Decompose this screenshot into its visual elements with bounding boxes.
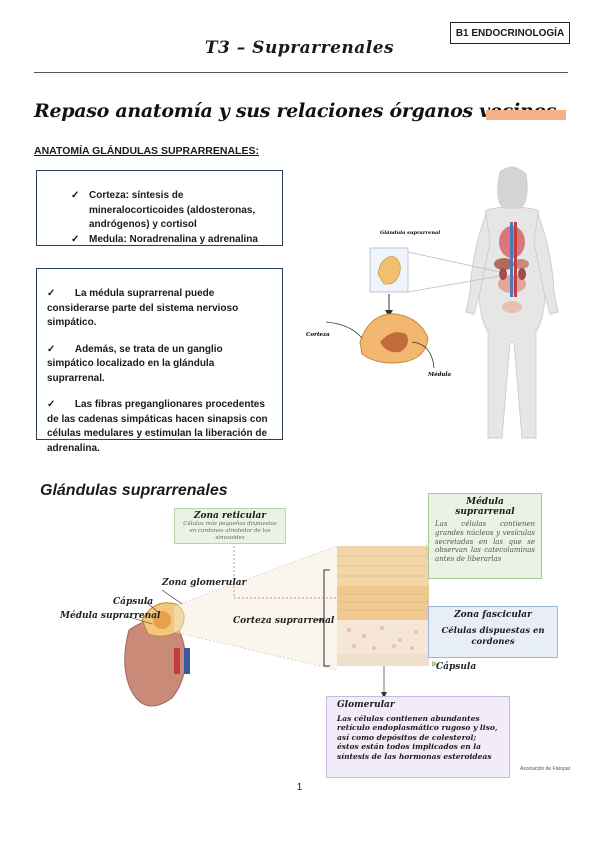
figure-title: Glándulas suprarrenales <box>40 482 228 499</box>
histology-diagram <box>124 539 438 707</box>
medulla-info-box: ✓ La médula suprarrenal puede considerar… <box>36 268 283 454</box>
title-divider <box>34 72 568 73</box>
check-icon: ✓ <box>47 288 56 299</box>
medula-card: Médula suprarrenal Las células contienen… <box>428 493 542 579</box>
accent-bar <box>486 110 566 120</box>
arrow-right-icon <box>432 661 438 667</box>
gland-small-shape <box>377 255 401 285</box>
cortex-label: Corteza <box>306 332 330 338</box>
gland-medulla-shape <box>380 332 408 353</box>
list-item: ✓ Las fibras preganglionares procedentes… <box>47 399 268 454</box>
projection-area <box>174 546 337 670</box>
histology-column <box>337 546 429 666</box>
list-item: ✓Corteza: síntesis de mineralocorticoide… <box>71 190 256 230</box>
arrow-head-icon <box>385 310 393 317</box>
list-item: ✓ Además, se trata de un ganglio simpáti… <box>47 343 223 384</box>
page-title: T3 – Suprarrenales <box>204 38 395 58</box>
capsula-label: Cápsula <box>113 597 154 607</box>
reticular-card: Zona reticular Células más pequeñas disp… <box>174 508 286 544</box>
connector-line <box>407 275 501 293</box>
list-item: ✓ La médula suprarrenal puede considerar… <box>47 288 239 328</box>
cortex-pointer <box>325 321 363 339</box>
artery-shape <box>174 648 180 674</box>
subject-tag: B1 ENDOCRINOLOGÍA <box>450 22 570 44</box>
connector-line <box>407 251 501 273</box>
check-icon: ✓ <box>47 343 56 355</box>
body-anatomy-illustration: Glándula suprarrenal Corteza Médula <box>306 166 559 439</box>
projection-line <box>173 545 338 607</box>
section-script-title: Repaso anatomía y sus relaciones órganos… <box>34 100 557 122</box>
adrenal-core-shape <box>153 611 171 629</box>
anatomy-heading: ANATOMÍA GLÁNDULAS SUPRARRENALES: <box>34 145 259 157</box>
list-item: ✓Medula: Noradrenalina y adrenalina <box>71 233 268 248</box>
corteza-label: Corteza suprarrenal <box>233 616 335 626</box>
check-icon: ✓ <box>47 399 56 410</box>
capsula-right-label: Cápsula <box>436 662 477 672</box>
medulla-pointer <box>411 341 435 369</box>
cortex-medulla-box: ✓Corteza: síntesis de mineralocorticoide… <box>36 170 283 246</box>
check-icon: ✓ <box>71 190 80 201</box>
fascicular-card: Zona fascicular Células dispuestas en co… <box>428 606 558 658</box>
label-pointer <box>125 615 153 625</box>
zona-glomerular-label: Zona glomerular <box>162 578 247 588</box>
check-icon: ✓ <box>71 233 80 245</box>
medulla-label: Médula <box>427 371 452 378</box>
label-pointer <box>161 589 183 605</box>
figure-credit: Asociación de Fisiopat <box>520 766 571 772</box>
label-pointer <box>145 601 159 613</box>
medula-label: Médula suprarrenal <box>60 611 161 621</box>
arrow-down-icon <box>381 692 387 698</box>
glomerular-card: Glomerular Las células contienen abundan… <box>326 696 510 778</box>
page-number: 1 <box>296 782 303 793</box>
cortex-bracket <box>323 569 330 667</box>
organs <box>494 222 529 313</box>
vein-shape <box>184 648 190 674</box>
gland-label: Glándula suprarrenal <box>380 229 440 236</box>
